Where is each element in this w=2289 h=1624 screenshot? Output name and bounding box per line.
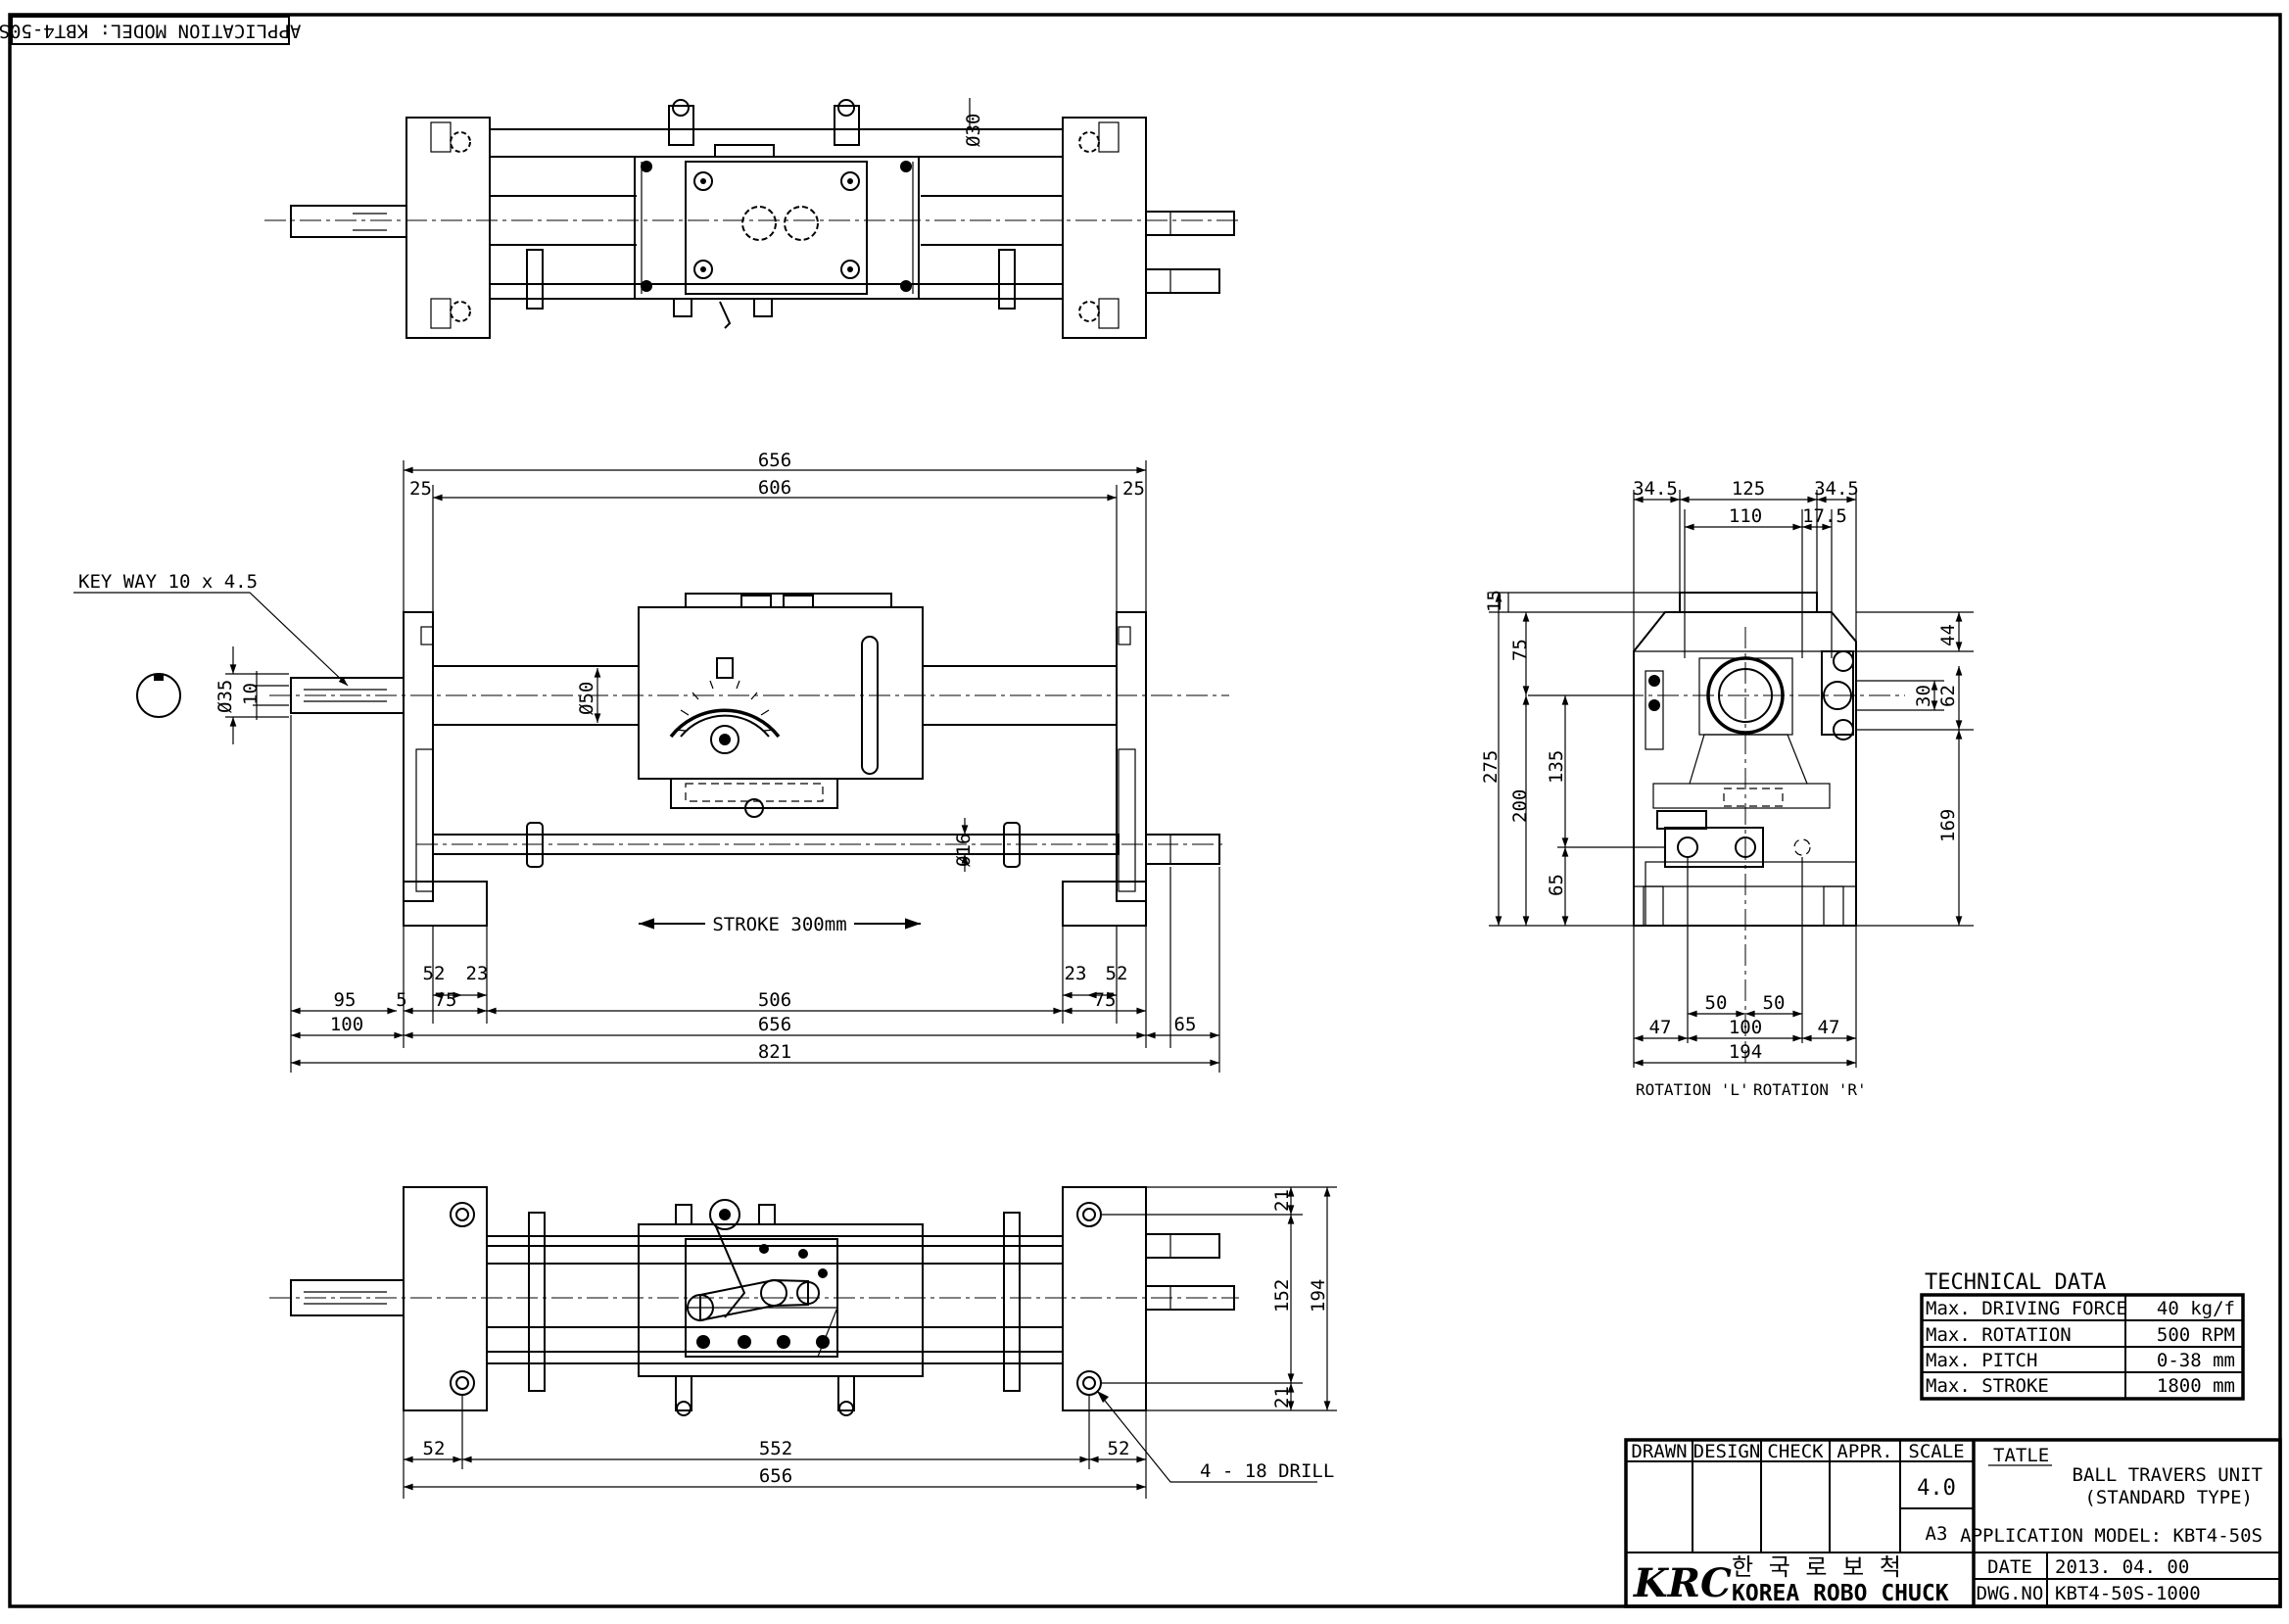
tech-value-0: 40 kg/f: [2157, 1298, 2235, 1319]
bv-vert-3: 21: [1271, 1386, 1293, 1409]
tb-scale: 4.0: [1917, 1476, 1956, 1501]
dim-b1-3: 23: [466, 963, 489, 984]
tech-param-0: Max. DRIVING FORCE: [1926, 1298, 2127, 1319]
key-width-label: 10: [240, 683, 262, 705]
side-left-2: 275: [1480, 750, 1502, 784]
tech-param-1: Max. ROTATION: [1926, 1324, 2072, 1346]
dim-b1-0: 95: [334, 989, 357, 1011]
side-right-3: 169: [1937, 809, 1959, 842]
header-tag: APPLICATION MODEL: KBT4-50S: [0, 16, 301, 45]
tb-title1: BALL TRAVERS UNIT: [2073, 1464, 2263, 1486]
side-top-4: 17.5: [1802, 505, 1847, 527]
side-top-0: 34.5: [1633, 478, 1678, 500]
side-left-0: 15: [1484, 590, 1505, 612]
dim-b1-5: 506: [758, 989, 791, 1011]
dim-top-right-end: 25: [1122, 478, 1145, 500]
side-left-5: 65: [1546, 874, 1567, 896]
tech-data-title: TECHNICAL DATA: [1925, 1270, 2106, 1295]
tb-date-label: DATE: [1987, 1556, 2032, 1578]
side-right-1: 30: [1913, 685, 1934, 707]
tech-value-3: 1800 mm: [2157, 1375, 2235, 1397]
side-left-1: 75: [1509, 639, 1531, 661]
tb-company: KOREA ROBO CHUCK: [1732, 1581, 1949, 1606]
tb-date: 2013. 04. 00: [2055, 1556, 2189, 1578]
bv-vert-0: 21: [1271, 1189, 1293, 1212]
dim-b2-1: 656: [758, 1014, 791, 1035]
sheet-border: [8, 13, 2282, 1608]
top-view: Ø30: [264, 98, 1239, 339]
dim-b1-1: 5: [396, 989, 406, 1011]
side-top-2: 34.5: [1814, 478, 1859, 500]
tech-value-2: 0-38 mm: [2157, 1350, 2235, 1371]
front-view: KEY WAY 10 x 4.5 Ø35 10 Ø50 Ø16 STROKE 3…: [73, 450, 1229, 1073]
dim-b2-0: 100: [330, 1014, 363, 1035]
dim-b1-4: 75: [435, 989, 457, 1011]
dim-b3: 821: [758, 1041, 791, 1063]
title-block: DRAWN DESIGN CHECK APPR. SCALE 4.0 A3 TA…: [1624, 1438, 2282, 1608]
side-bottom-5: 194: [1729, 1041, 1762, 1063]
stroke-label: STROKE 300mm: [712, 914, 846, 935]
tech-data-table: TECHNICAL DATA Max. DRIVING FORCE 40 kg/…: [1920, 1270, 2245, 1401]
drill-label: 4 - 18 DRILL: [1200, 1460, 1334, 1482]
tb-header-check: CHECK: [1767, 1441, 1824, 1462]
side-right-2: 62: [1937, 685, 1959, 707]
bv-dim-2: 52: [1108, 1438, 1130, 1459]
tb-header-scale: SCALE: [1908, 1441, 1964, 1462]
bv-vert-1: 152: [1271, 1279, 1293, 1313]
side-top-3: 110: [1729, 505, 1762, 527]
tb-title2: (STANDARD TYPE): [2084, 1487, 2253, 1508]
top-dia-label: Ø30: [963, 114, 984, 147]
side-left-4: 135: [1546, 750, 1567, 784]
krc-logo: KRC: [1633, 1560, 1732, 1606]
side-view: 34.5 125 34.5 110 17.5 15 75 275 200 135…: [1480, 478, 1974, 1099]
rotation-r-label: ROTATION 'R': [1753, 1080, 1867, 1099]
side-left-3: 200: [1509, 789, 1531, 823]
keyway-label: KEY WAY 10 x 4.5: [78, 571, 258, 593]
tb-header-drawn: DRAWN: [1631, 1441, 1687, 1462]
dim-top-inner: 606: [758, 477, 791, 499]
tb-korean: 한 국 로 보 척: [1732, 1553, 1905, 1581]
dim-b1-8: 75: [1094, 989, 1117, 1011]
side-right-0: 44: [1937, 624, 1959, 646]
tech-param-2: Max. PITCH: [1926, 1350, 2037, 1371]
body-dia-label: Ø50: [576, 682, 597, 715]
side-bottom-3: 100: [1729, 1017, 1762, 1038]
shaft-dia-label: Ø35: [215, 680, 236, 713]
side-bottom-2: 47: [1649, 1017, 1672, 1038]
dim-top-overall: 656: [758, 450, 791, 471]
bv-dim-0: 52: [423, 1438, 446, 1459]
tb-header-appr: APPR.: [1836, 1441, 1892, 1462]
screw-dia-label: Ø16: [953, 834, 975, 867]
dim-top-left-end: 25: [409, 478, 432, 500]
tb-header-design: DESIGN: [1693, 1441, 1761, 1462]
bv-dim-3: 656: [759, 1465, 792, 1487]
side-bottom-1: 50: [1763, 992, 1786, 1014]
side-bottom-4: 47: [1818, 1017, 1840, 1038]
rotation-l-label: ROTATION 'L': [1636, 1080, 1749, 1099]
tb-paper: A3: [1926, 1523, 1948, 1545]
dim-b1-2: 52: [423, 963, 446, 984]
tb-dwg-label: DWG.NO: [1977, 1583, 2044, 1604]
dim-b1-6: 23: [1065, 963, 1087, 984]
tb-tatle: TATLE: [1993, 1445, 2049, 1466]
tb-dwg-no: KBT4-50S-1000: [2055, 1583, 2201, 1604]
tb-model: APPLICATION MODEL: KBT4-50S: [1960, 1525, 2263, 1547]
tech-param-3: Max. STROKE: [1926, 1375, 2049, 1397]
dim-b2-2: 65: [1174, 1014, 1197, 1035]
tech-value-1: 500 RPM: [2157, 1324, 2235, 1346]
bottom-view: 21 152 194 21 52 552 52 656 4 - 18 DRILL: [269, 1186, 1337, 1499]
side-bottom-0: 50: [1705, 992, 1728, 1014]
bv-dim-1: 552: [759, 1438, 792, 1459]
side-top-1: 125: [1732, 478, 1765, 500]
dim-b1-7: 52: [1106, 963, 1128, 984]
bv-vert-2: 194: [1308, 1279, 1329, 1313]
header-tag-text: APPLICATION MODEL: KBT4-50S: [0, 21, 301, 42]
